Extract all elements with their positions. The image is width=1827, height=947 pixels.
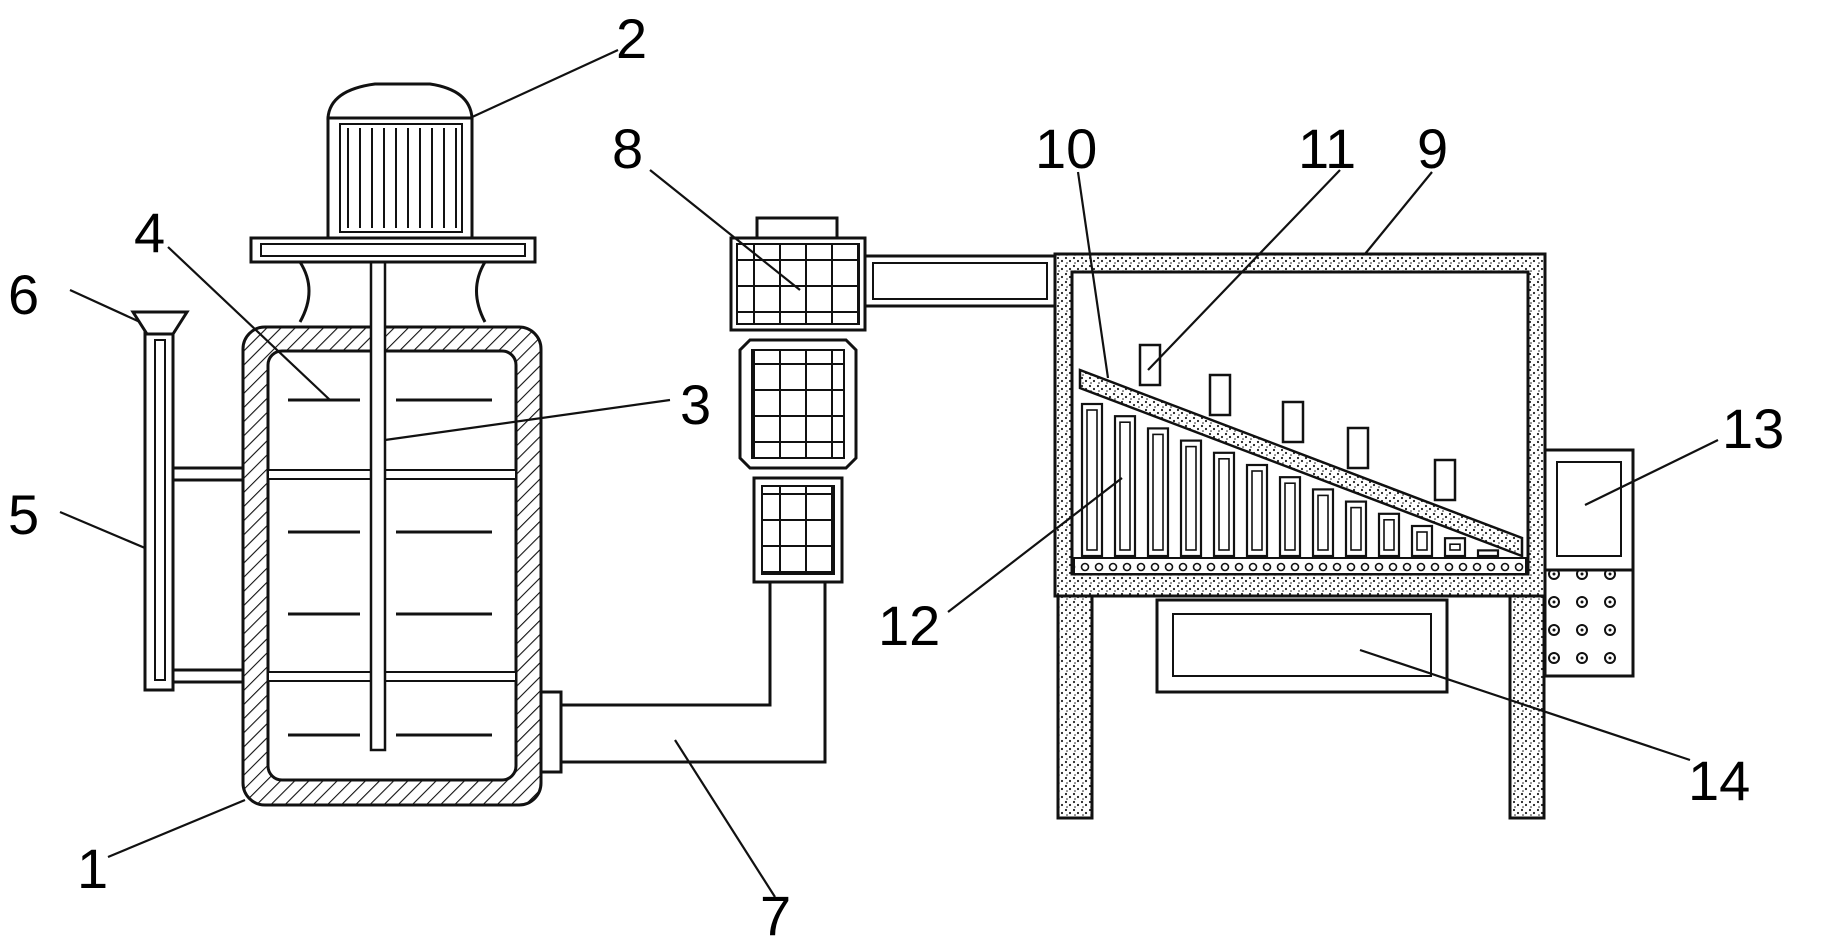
label-1: 1	[77, 837, 108, 900]
feed-funnel	[130, 310, 190, 336]
label-6: 6	[8, 263, 39, 326]
heating-plate-inner	[1218, 457, 1230, 551]
heating-plate-inner	[1284, 482, 1296, 551]
heating-plate-inner	[1251, 470, 1263, 551]
part-labels: 1 2 3 4 5 6 7 8 9 10 11 12 13 14	[8, 7, 1784, 947]
label-13: 13	[1722, 397, 1784, 460]
label-7: 7	[760, 884, 791, 947]
screen-pin	[1208, 373, 1232, 417]
label-12: 12	[878, 594, 940, 657]
heating-plate-inner	[1185, 445, 1197, 551]
heating-plate-inner	[1449, 543, 1461, 551]
heating-plate	[1179, 439, 1203, 558]
feed-pipe	[143, 330, 245, 692]
heating-plate-inner	[1086, 409, 1098, 551]
heating-plate	[1212, 451, 1236, 558]
control-box	[1543, 448, 1635, 678]
heating-plate	[1410, 524, 1434, 558]
label-4: 4	[134, 201, 165, 264]
screen-pins	[1138, 343, 1457, 502]
heating-plate	[1311, 488, 1335, 558]
heating-plate	[1443, 537, 1467, 558]
heating-plate-inner	[1317, 494, 1329, 551]
heating-plate-inner	[1383, 518, 1395, 551]
heating-plate	[1278, 476, 1302, 558]
connecting-duct	[863, 254, 1057, 308]
screen-pin	[1433, 458, 1457, 502]
stirring-blades	[288, 398, 492, 737]
heating-plate	[1146, 427, 1170, 558]
label-11: 11	[1298, 117, 1356, 180]
heating-plate	[1245, 463, 1269, 558]
label-2: 2	[616, 7, 647, 70]
label-10: 10	[1035, 117, 1097, 180]
heating-plate-inner	[1152, 433, 1164, 551]
collection-tray	[1155, 598, 1449, 694]
leader-lines	[59, 49, 1719, 898]
label-8: 8	[612, 117, 643, 180]
screen-pin	[1346, 426, 1370, 470]
heating-plate-inner	[1416, 531, 1428, 551]
heating-plate	[1113, 415, 1137, 558]
outlet-pipe	[539, 580, 827, 774]
screen-pin	[1281, 400, 1305, 444]
stirring-shaft	[369, 256, 387, 752]
label-5: 5	[8, 483, 39, 546]
heating-plate	[1476, 549, 1500, 558]
pump-assembly	[729, 216, 867, 584]
heating-plates	[1080, 402, 1500, 562]
label-9: 9	[1417, 117, 1448, 180]
inclined-screen	[1078, 368, 1524, 558]
label-14: 14	[1688, 749, 1750, 812]
mixing-tank	[241, 325, 543, 807]
motor	[326, 82, 474, 240]
heating-plate	[1344, 500, 1368, 558]
bead-layer	[1073, 557, 1527, 575]
support-legs	[1056, 594, 1546, 820]
heating-plate	[1080, 402, 1104, 558]
heating-plate-inner	[1119, 421, 1131, 551]
screen-pin	[1138, 343, 1162, 387]
heating-plate-inner	[1350, 506, 1362, 551]
label-3: 3	[680, 373, 711, 436]
motor-bracket	[249, 236, 537, 323]
